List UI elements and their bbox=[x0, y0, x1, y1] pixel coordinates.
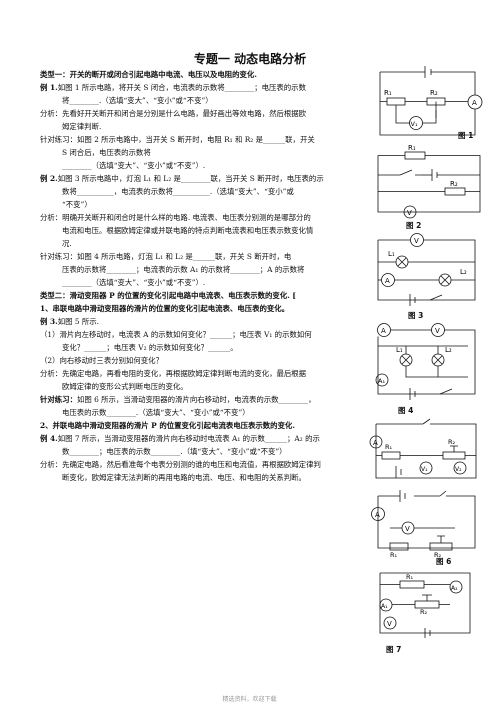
fig6-r2-label: R₂ bbox=[434, 551, 442, 558]
fig6-ammeter-label: A bbox=[375, 511, 380, 519]
fig3-voltmeter-label: V bbox=[414, 237, 419, 245]
figure-2-circuit: R₁ R₂ V bbox=[377, 144, 481, 219]
text-line: 例 4.如图 7 所示，当滑动变阻器的滑片向右移动时电流表 A₁ 的示数____… bbox=[40, 432, 374, 445]
fig3-ammeter-label: A bbox=[385, 277, 390, 285]
text-line: 分析：先确定电路，再看电阻的变化，再根据欧姆定律判断电流的变化，最后根据 bbox=[40, 369, 307, 378]
text-line: （1）滑片向左移动时，电流表 A 的示数如何变化？______；电压表 V₁ 的… bbox=[40, 330, 312, 339]
line-label: 例 4. bbox=[40, 434, 58, 443]
figure-4-label: 图 4 bbox=[398, 406, 414, 415]
fig3-l1-label: L₁ bbox=[388, 250, 395, 258]
fig5-r2-label: R₂ bbox=[448, 438, 456, 446]
footer-watermark: 精选资料，欢迎下载 bbox=[222, 696, 277, 703]
text-line: 数________；电压表的示数________.（填“变大”、“变小”或“不变… bbox=[62, 447, 287, 456]
text-line: 例 3.如图 5 所示. bbox=[40, 315, 374, 328]
text-line: 姆定律判断. bbox=[62, 122, 102, 131]
text-line: 压表的示数将________；电流表的示数 A₁ 的示数将________；A … bbox=[62, 265, 305, 274]
figure-7-circuit: R₁ R₂ A₂ A₁ V bbox=[379, 572, 471, 638]
fig6-voltmeter-label: V bbox=[405, 525, 410, 533]
figure-6-label: 图 6 bbox=[436, 557, 452, 566]
text-line: 针对练习：如图 6 所示，当滑动变阻器的滑片向右移动时，电流表的示数______… bbox=[40, 393, 374, 406]
text-line: 欧姆定律的变形公式判断电压的变化。 bbox=[62, 382, 188, 391]
figure-2-label: 图 2 bbox=[406, 221, 422, 230]
fig7-voltmeter-label: V bbox=[387, 620, 392, 628]
text-line: 将________.（选填“变大”、“变小”或“不变”） bbox=[62, 96, 213, 105]
line-text: 如图 1 所示电路，将开关 S 闭合，电流表的示数将________；电压表的示… bbox=[57, 83, 306, 92]
fig4-l1-label: L₁ bbox=[396, 346, 403, 354]
text-line: 数将__________，电流表的示数将__________.（选填“变大”、“… bbox=[62, 187, 294, 196]
text-line: 例 2.如图 3 所示电路中，灯泡 L₁ 和 L₂ 是________联，当开关… bbox=[40, 172, 374, 185]
fig7-r2-label: R₂ bbox=[420, 608, 428, 616]
fig2-r2-label: R₂ bbox=[450, 180, 458, 188]
fig2-r1-label: R₁ bbox=[408, 144, 416, 152]
figure-1-label: 图 1 bbox=[458, 131, 474, 140]
text-line: 断变化，欧姆定律无法判断的再用电路的电流、电压、和电阻的关系判断。 bbox=[62, 473, 306, 482]
text-line: S 闭合后，电压表的示数将 bbox=[62, 148, 151, 157]
text-line: 例 1.如图 1 所示电路，将开关 S 闭合，电流表的示数将________；电… bbox=[40, 81, 374, 94]
page-title: 专题一 动态电路分析 bbox=[193, 52, 307, 66]
text-line: （2）向右移动时三表分别如何变化？ bbox=[40, 356, 163, 365]
text-line: 类型二：滑动变阻器 P 的位置的变化引起电路中电流表、电压表示数的变化. [ bbox=[40, 291, 296, 300]
figure-7-label: 图 7 bbox=[386, 645, 402, 654]
text-line: 类型一：开关的断开或闭合引起电路中电流、电压以及电阻的变化. bbox=[40, 70, 257, 79]
line-label: 针对练习： bbox=[40, 395, 77, 404]
text-line: 1、串联电路中滑动变阻器的滑片的位置的变化引起电流表、电压表的变化。 bbox=[40, 304, 290, 313]
text-line: ________（选填“变大”、“变小”或“不变”）. bbox=[62, 161, 206, 170]
line-label: 例 1. bbox=[40, 83, 58, 92]
fig2-voltmeter-label: V bbox=[407, 209, 412, 217]
fig1-voltmeter-label: V₁ bbox=[411, 120, 418, 128]
fig5-v1-label: V₁ bbox=[421, 466, 428, 473]
text-line: 分析：先看好开关断开和闭合是分别是什么电路，最好画出等效电路，然后根据欧 bbox=[40, 109, 307, 118]
text-line: “不变”） bbox=[62, 200, 92, 209]
text-line: 况. bbox=[62, 239, 72, 248]
figure-6-circuit: A V R₁ R₂ bbox=[371, 490, 476, 558]
line-label: 例 3. bbox=[40, 317, 58, 326]
figure-3-circuit: V L₁ L₂ A bbox=[377, 233, 476, 306]
fig5-ammeter-label: A bbox=[373, 439, 378, 447]
text-line: 电压表的示数________.（选填“变大”、“变小”或“不变”） bbox=[62, 408, 250, 417]
figure-4-circuit: A V L₁ L₂ A₁ bbox=[375, 323, 476, 400]
fig1-r1-label: R₁ bbox=[384, 89, 392, 97]
fig1-r2-label: R₂ bbox=[430, 89, 438, 97]
figure-3-label: 图 3 bbox=[408, 311, 424, 320]
fig7-a2-label: A₂ bbox=[451, 585, 458, 592]
fig4-l2-label: L₂ bbox=[445, 346, 452, 354]
fig7-r1-label: R₁ bbox=[406, 573, 414, 581]
fig4-ammeter-label: A bbox=[381, 327, 386, 335]
text-line: ________（选填“变大”、“变小”或“不变”）. bbox=[62, 278, 206, 287]
fig1-ammeter-label: A bbox=[472, 99, 477, 107]
figure-1-circuit: R₁ R₂ A V₁ bbox=[379, 66, 483, 136]
text-line: 变化？______；电压表 V₂ 的示数如何变化？______。 bbox=[62, 343, 238, 352]
line-text: 如图 3 所示电路中，灯泡 L₁ 和 L₂ 是________联，当开关 S 断… bbox=[57, 174, 324, 183]
fig4-ammeter1-label: A₁ bbox=[378, 377, 385, 385]
line-text: 如图 7 所示，当滑动变阻器的滑片向右移动时电流表 A₁ 的示数______；A… bbox=[57, 434, 320, 443]
text-line: 电流和电压。根据欧姆定律或并联电路的特点判断电流表和电压表示数变化情 bbox=[62, 226, 314, 235]
fig3-l2-label: L₂ bbox=[460, 268, 467, 276]
fig7-a1-label: A₁ bbox=[381, 603, 388, 610]
text-line: 分析：先确定电路，然后看准每个电表分别测的谁的电压和电流值，再根据欧姆定律判 bbox=[40, 460, 321, 469]
line-text: 如图 6 所示，当滑动变阻器的滑片向右移动时，电流表的示数________， bbox=[76, 395, 316, 404]
worksheet-body: 类型一：开关的断开或闭合引起电路中电流、电压以及电阻的变化. 例 1.如图 1 所… bbox=[40, 68, 374, 484]
line-label: 例 2. bbox=[40, 174, 58, 183]
figure-5-circuit: A R₁ R₂ V₁ V₂ bbox=[369, 418, 477, 479]
text-line: 2、并联电路中滑动变阻器的滑片 P 的位置变化引起电流表电压表示数的变化. bbox=[40, 421, 295, 430]
fig5-v2-label: V₂ bbox=[455, 466, 462, 473]
fig5-r1-label: R₁ bbox=[385, 443, 393, 451]
text-line: 分析：明确开关断开和闭合时是什么样的电路. 电流表、电压表分别测的是哪部分的 bbox=[40, 213, 311, 222]
line-text: 如图 5 所示. bbox=[57, 317, 100, 326]
text-line: 针对练习：如图 4 所示电路，灯泡 L₁ 和 L₂ 是______联，开关 S … bbox=[40, 252, 292, 261]
fig4-voltmeter-label: V bbox=[435, 327, 440, 335]
fig6-r1-label: R₁ bbox=[390, 551, 398, 558]
text-line: 针对练习：如图 2 所示电路中，当开关 S 断开时，电阻 R₁ 和 R₂ 是__… bbox=[40, 135, 315, 144]
